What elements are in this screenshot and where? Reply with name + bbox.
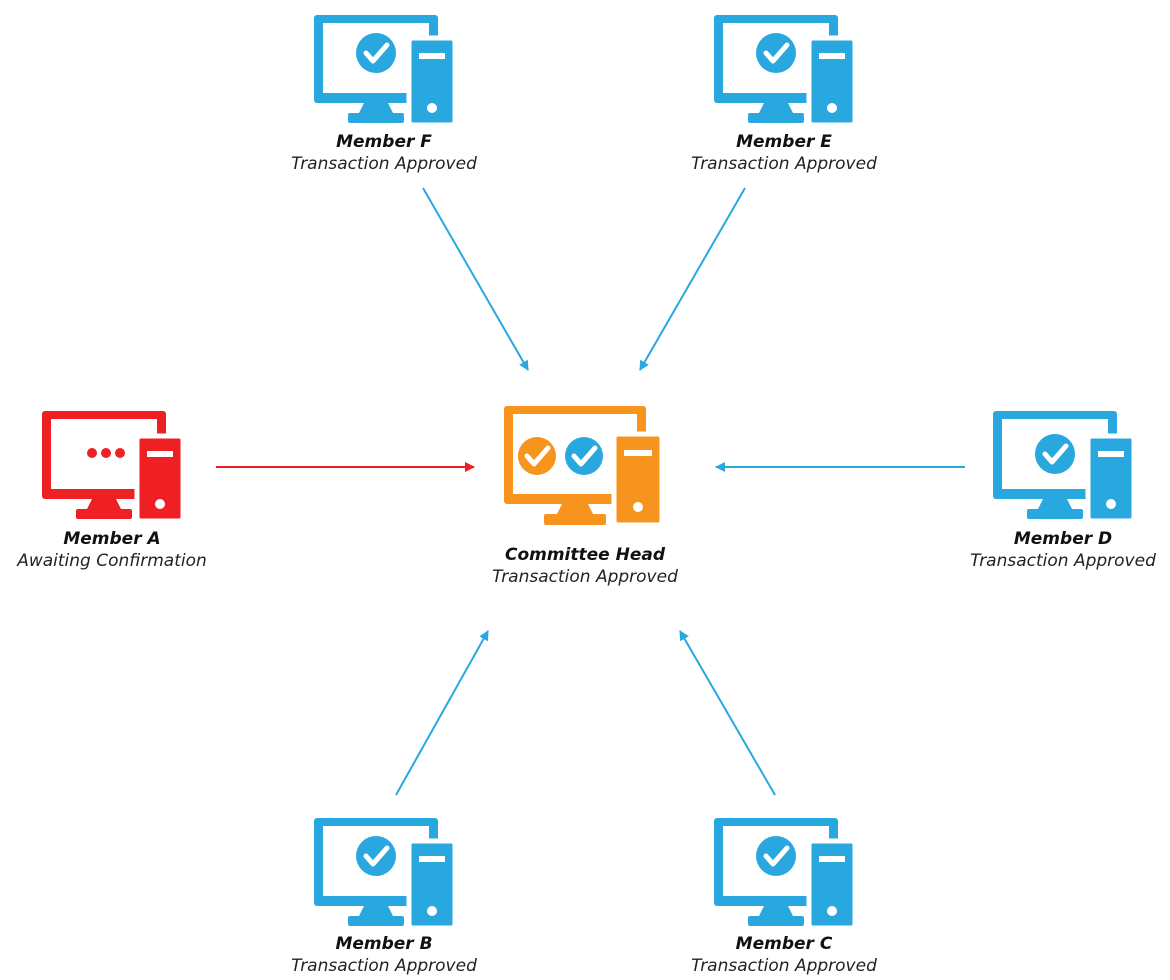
member-a-title: Member A — [63, 529, 160, 549]
member-a-status: Awaiting Confirmation — [16, 551, 207, 571]
computer-double-check-icon — [504, 406, 665, 528]
member-b-title: Member B — [335, 934, 432, 954]
member-f-node: Member F Transaction Approved — [291, 15, 477, 174]
computer-check-icon — [714, 15, 858, 128]
arrows — [216, 187, 965, 796]
member-b-node: Member B Transaction Approved — [291, 818, 477, 976]
member-c-status: Transaction Approved — [691, 956, 877, 976]
computer-check-icon — [993, 411, 1137, 524]
member-e-node: Member E Transaction Approved — [691, 15, 877, 174]
arrow-member-f — [422, 187, 529, 371]
member-e-status: Transaction Approved — [691, 154, 877, 174]
computer-check-icon — [314, 818, 458, 931]
member-f-status: Transaction Approved — [291, 154, 477, 174]
member-d-node: Member D Transaction Approved — [970, 411, 1156, 571]
computer-pending-icon — [42, 411, 186, 524]
member-b-status: Transaction Approved — [291, 956, 477, 976]
member-c-node: Member C Transaction Approved — [691, 818, 877, 976]
member-f-title: Member F — [336, 132, 432, 152]
computer-check-icon — [714, 818, 858, 931]
member-a-node: Member A Awaiting Confirmation — [16, 411, 207, 571]
committee-head-status: Transaction Approved — [492, 567, 678, 587]
arrow-member-e — [639, 187, 746, 371]
committee-head-title: Committee Head — [505, 545, 666, 565]
member-c-title: Member C — [736, 934, 833, 954]
arrow-member-c — [679, 630, 776, 796]
arrow-member-b — [395, 630, 489, 796]
committee-head-node: Committee Head Transaction Approved — [492, 406, 678, 587]
member-d-status: Transaction Approved — [970, 551, 1156, 571]
computer-check-icon — [314, 15, 458, 128]
member-e-title: Member E — [736, 132, 832, 152]
member-d-title: Member D — [1014, 529, 1112, 549]
